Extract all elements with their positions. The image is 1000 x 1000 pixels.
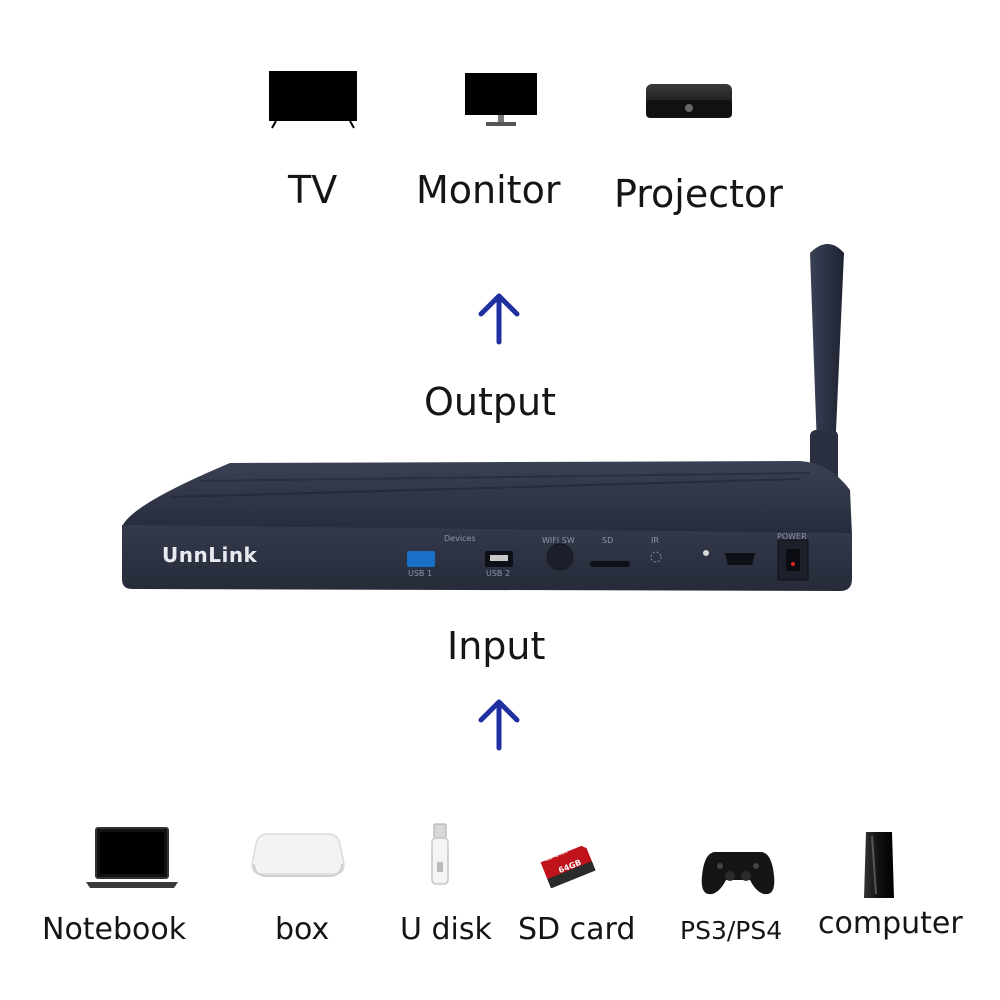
port-label-power: POWER — [777, 532, 807, 541]
sd-card-icon: SanDisk 64GB — [538, 844, 600, 888]
up-arrow-input-icon — [474, 696, 524, 752]
port-label-devices: Devices — [444, 534, 476, 543]
computer-tower-icon — [862, 830, 896, 900]
gamepad-icon — [700, 846, 776, 898]
port-label-ir: IR — [651, 536, 659, 545]
output-devices: TV Monitor Projector — [0, 0, 1000, 230]
input-label-computer: computer — [818, 906, 963, 941]
output-label-tv: TV — [288, 168, 338, 212]
port-label-sd: SD — [602, 536, 614, 545]
port-label-usb2: USB 2 — [486, 569, 511, 578]
input-label-notebook: Notebook — [42, 912, 187, 947]
port-label-wifi: WIFI SW — [542, 536, 575, 545]
input-label-sd-card: SD card — [518, 912, 636, 947]
box-icon — [248, 830, 348, 882]
media-box-device: UnnLink Devices USB 1 USB 2 WIFI SW SD I… — [110, 235, 860, 615]
input-label-ps3-ps4: PS3/PS4 — [680, 916, 783, 945]
projector-icon — [644, 80, 734, 122]
output-label-monitor: Monitor — [416, 168, 561, 212]
up-arrow-output-icon — [474, 290, 524, 346]
input-label-box: box — [275, 912, 330, 947]
input-label-u-disk: U disk — [400, 912, 492, 947]
device-brand-logo: UnnLink — [162, 543, 258, 567]
monitor-icon — [464, 72, 538, 128]
input-devices: Notebook box U disk SanDisk 64GB SD card — [0, 800, 1000, 1000]
output-label-projector: Projector — [614, 172, 783, 216]
tv-icon — [268, 70, 358, 130]
stage-label-output: Output — [424, 380, 556, 424]
port-label-usb1: USB 1 — [408, 569, 433, 578]
stage-label-input: Input — [447, 624, 546, 668]
notebook-icon — [84, 826, 180, 890]
u-disk-icon — [428, 822, 452, 886]
